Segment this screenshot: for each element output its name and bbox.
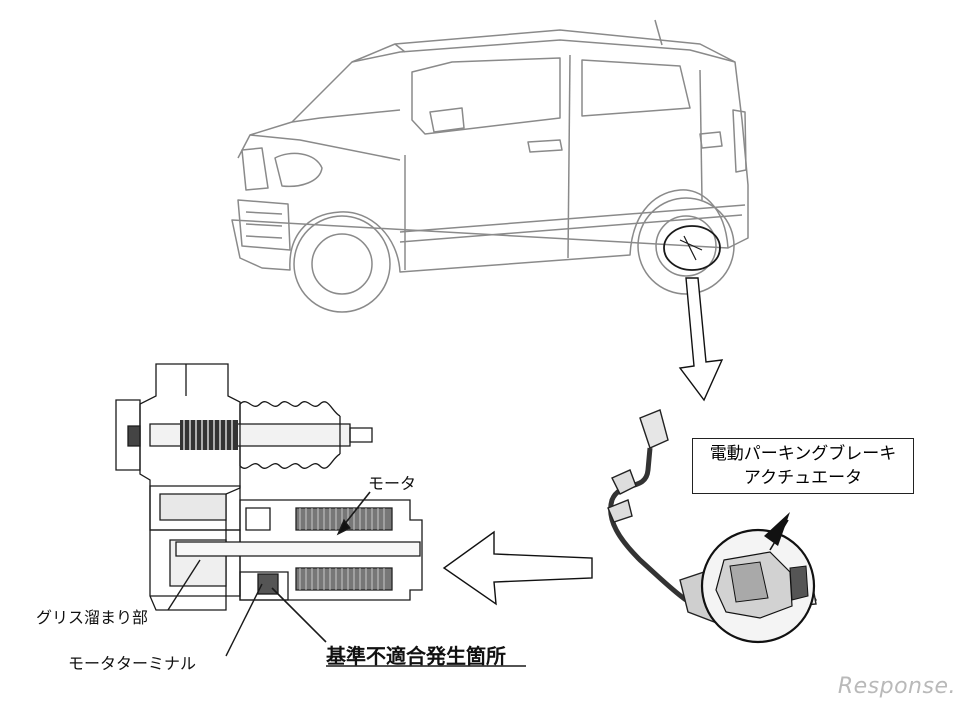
car-illustration [231,19,749,313]
motor-label: モータ [368,474,417,493]
arrow-left [442,530,593,606]
response-watermark: Response. [837,674,956,699]
defect-location-label: 基準不適合発生箇所 [326,644,506,668]
actuator-label-box: 電動パーキングブレーキ アクチュエータ [692,438,914,494]
actuator-label-line1: 電動パーキングブレーキ [709,444,897,464]
magnified-actuator [700,512,816,644]
grease-reservoir-label: グリス溜まり部 [36,608,149,627]
actuator-label-line2: アクチュエータ [743,468,863,488]
arrow-down [678,277,724,402]
motor-terminal-label: モータターミナル [68,654,197,673]
cross-section-drawing [115,363,526,667]
